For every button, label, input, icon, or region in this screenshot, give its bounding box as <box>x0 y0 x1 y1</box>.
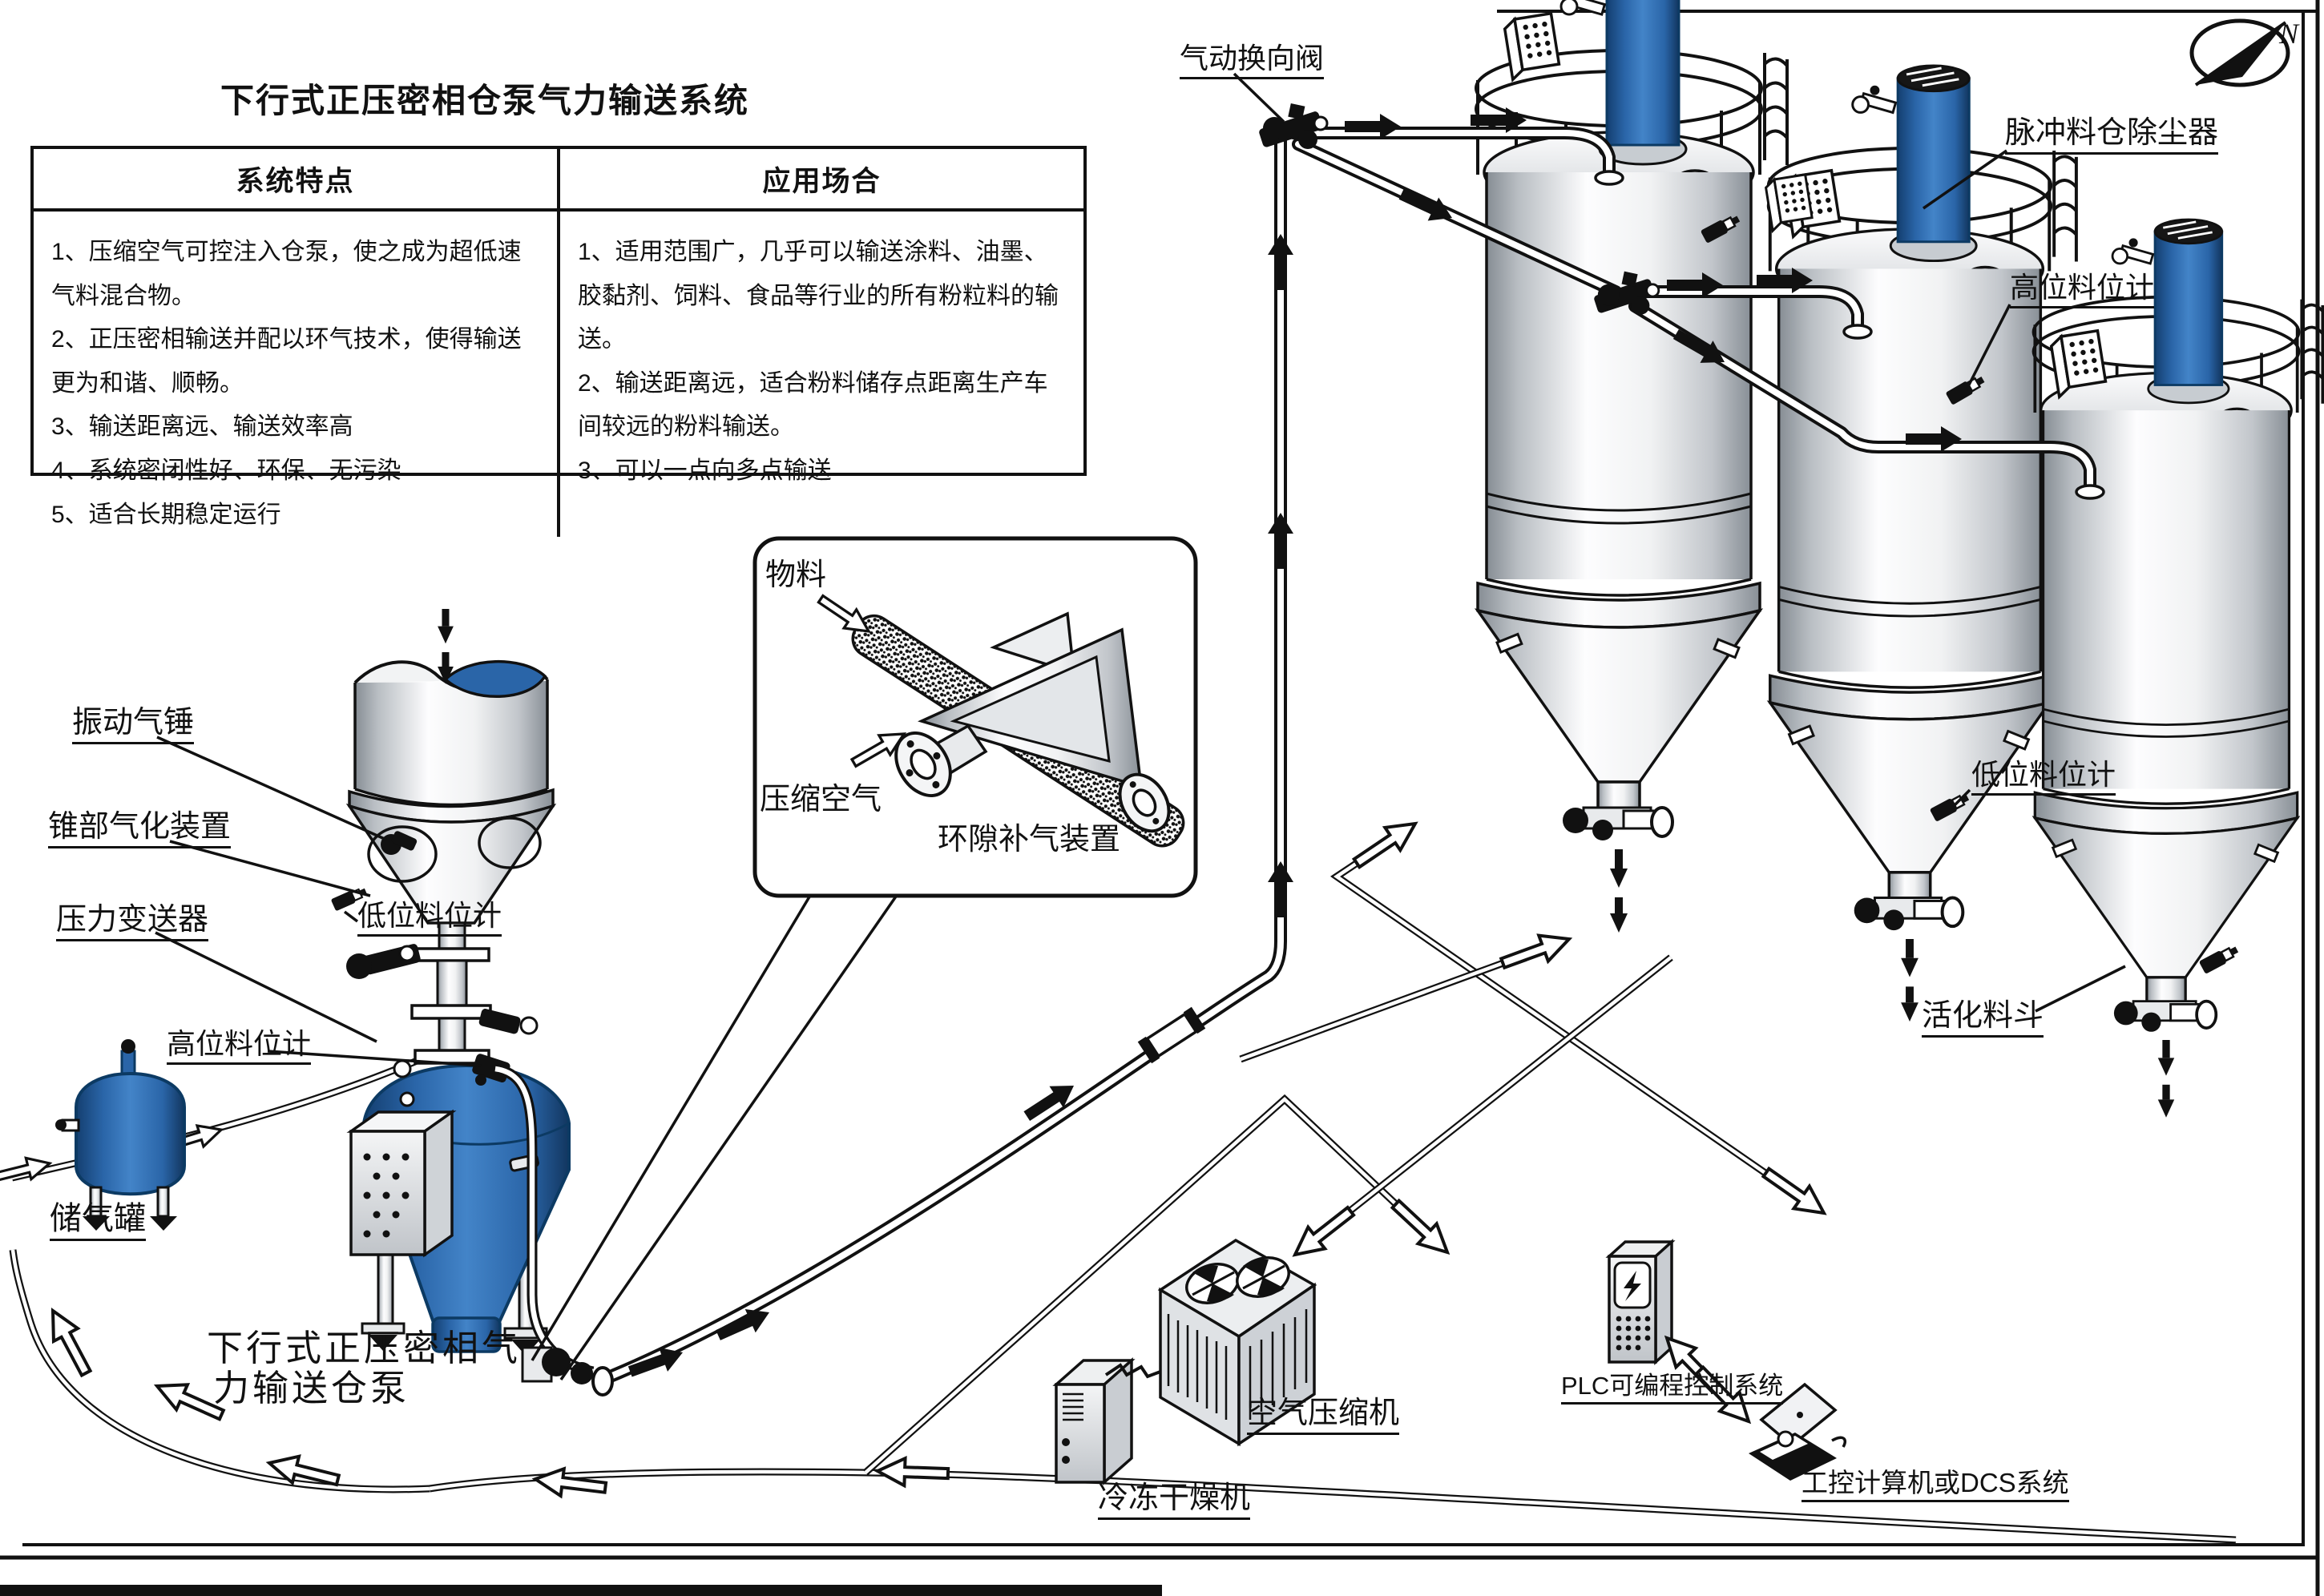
spec-table-header: 系统特点 应用场合 <box>34 149 1083 212</box>
plc-cabinet <box>1605 1239 1676 1365</box>
inset-annular-device <box>531 536 1198 1380</box>
silo-pump <box>346 1054 614 1396</box>
plc-computer-link <box>1655 1327 1761 1433</box>
label-plc: PLC可编程控制系统 <box>1561 1365 1784 1405</box>
leader-lines <box>155 72 2126 1067</box>
line-valve <box>1137 1006 1206 1064</box>
feature-item: 1、压缩空气可控注入仓泵，使之成为超低速气料混合物。 <box>51 239 522 309</box>
pump-control-panel <box>346 1109 457 1258</box>
label-pneumatic-valve: 气动换向阀 <box>1180 35 1325 79</box>
inlet-valve <box>346 944 421 979</box>
air-storage-tank <box>55 1039 186 1231</box>
fan-icon <box>1185 1263 1240 1304</box>
pump-discharge <box>521 1346 614 1396</box>
label-pump-name: 下行式正压密相气 力输送仓泵 <box>207 1328 522 1409</box>
air-hose <box>1104 1363 1161 1379</box>
feature-item: 2、正压密相输送并配以环气技术，使得输送更为和谐、顺畅。 <box>51 326 522 397</box>
label-annular-air-device: 环隙补气装置 <box>938 823 1121 856</box>
industrial-computer <box>1749 1382 1847 1481</box>
label-material: 物料 <box>765 558 827 592</box>
freeze-dryer <box>1052 1357 1161 1485</box>
air-compressor <box>1157 1238 1317 1447</box>
page-title: 下行式正压密相仓泵气力输送系统 <box>220 82 750 119</box>
features-cell: 1、压缩空气可控注入仓泵，使之成为超低速气料混合物。 2、正压密相输送并配以环气… <box>34 212 560 538</box>
hopper-valve-train <box>346 921 539 1065</box>
equalize-valve <box>478 1009 539 1035</box>
header-applications: 应用场合 <box>762 165 882 197</box>
label-air-compressor: 空气压缩机 <box>1247 1388 1400 1435</box>
application-item: 3、可以一点向多点输送 <box>578 457 832 484</box>
application-item: 2、输送距离远，适合粉料储存点距离生产车间较远的粉料输送。 <box>578 369 1048 441</box>
label-dust-collector: 脉冲料仓除尘器 <box>2005 107 2219 155</box>
compass-n-label: N <box>2278 18 2300 50</box>
hopper-material <box>443 659 547 699</box>
power-icon <box>1624 1271 1641 1301</box>
label-cone-aeration: 锥部气化装置 <box>48 801 232 848</box>
label-high-level-right: 高位料位计 <box>2010 264 2155 308</box>
feature-item: 5、适合长期稳定运行 <box>51 501 281 528</box>
feed-hopper <box>329 609 557 925</box>
feature-item: 3、输送距离远、输送效率高 <box>51 413 353 441</box>
fan-icon <box>1236 1256 1290 1298</box>
spec-table: 系统特点 应用场合 1、压缩空气可控注入仓泵，使之成为超低速气料混合物。 2、正… <box>30 146 1087 538</box>
label-dcs: 工控计算机或DCS系统 <box>1802 1461 2069 1502</box>
header-features: 系统特点 <box>34 149 560 208</box>
outlet-flange <box>1118 772 1171 833</box>
applications-cell: 1、适用范围广，几乎可以输送涂料、油墨、胶黏剂、饲料、食品等行业的所有粉粒料的输… <box>560 212 1083 537</box>
label-high-level-left: 高位料位计 <box>167 1021 312 1065</box>
label-low-level-left: 低位料位计 <box>357 893 502 937</box>
air-inlet-flange <box>894 723 988 798</box>
label-freeze-dryer: 冷冻干燥机 <box>1098 1473 1251 1520</box>
pump-top-sensor <box>472 1054 510 1086</box>
feature-item: 4、系统密闭性好、环保、无污染 <box>51 457 401 484</box>
label-low-level-right: 低位料位计 <box>1971 752 2116 796</box>
label-activation-hopper: 活化料斗 <box>1922 990 2044 1038</box>
label-compressed-air: 压缩空气 <box>760 783 882 816</box>
label-air-tank: 储气罐 <box>50 1192 146 1241</box>
silo-1 <box>1476 0 1787 933</box>
compass-icon: N <box>2189 18 2300 87</box>
application-item: 1、适用范围广，几乎可以输送涂料、油墨、胶黏剂、饲料、食品等行业的所有粉粒料的输… <box>578 239 1059 353</box>
label-vibration-hammer: 振动气锤 <box>72 697 195 744</box>
top-piping <box>596 127 2105 1386</box>
label-pressure-transmitter: 压力变送器 <box>56 894 209 941</box>
